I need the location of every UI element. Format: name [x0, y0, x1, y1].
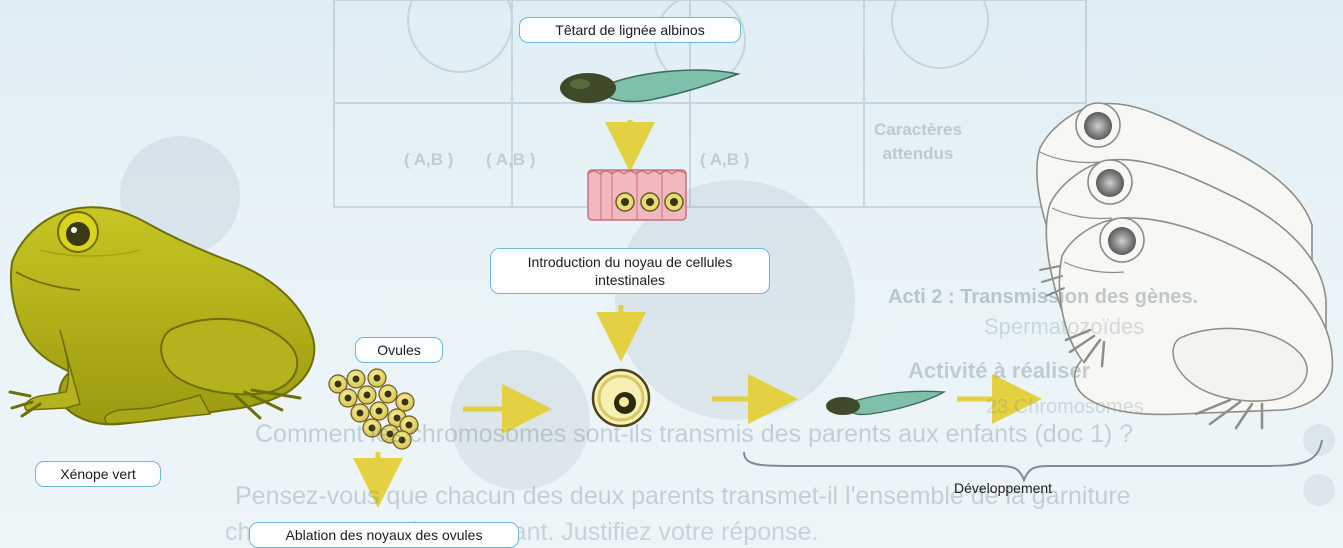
developing-tadpole: [826, 390, 947, 416]
background-ghost-shapes: [120, 136, 1335, 506]
bg-table-caracteres-line2: attendus: [882, 144, 954, 163]
label-nucleus-introduction-line1: Introduction du noyau de cellules: [527, 254, 733, 270]
label-nucleus-introduction-line2: intestinales: [594, 272, 666, 288]
albino-frog-front: [1039, 217, 1334, 430]
label-nucleus-introduction: Introduction du noyau de cellules intest…: [490, 248, 770, 294]
fertilized-egg: [591, 368, 651, 428]
ovules-cluster: [328, 368, 419, 450]
label-developpement: Développement: [954, 480, 1053, 496]
bg-question-2: Pensez-vous que chacun des deux parents …: [235, 482, 1131, 510]
albino-tadpole-top: [560, 69, 741, 103]
intestinal-cells: [587, 169, 687, 221]
label-albino-tadpole: Têtard de lignée albinos: [519, 17, 741, 43]
bg-table-ab-3: ( A,B ): [700, 150, 750, 169]
flow-arrows: [353, 120, 1042, 508]
bg-table-ab-2: ( A,B ): [486, 150, 536, 169]
bg-spermatozoides: Spermatozoïdes: [984, 314, 1145, 339]
bg-question-1: Comment les chromosomes sont-ils transmi…: [255, 420, 1134, 448]
label-ablation-noyaux: Ablation des noyaux des ovules: [249, 522, 519, 548]
bg-table-caracteres-line1: Caractères: [874, 120, 962, 139]
albino-frogs: [1036, 102, 1334, 430]
green-xenope-frog: [8, 206, 316, 426]
label-ovules: Ovules: [355, 337, 443, 363]
label-xenope-vert: Xénope vert: [35, 461, 161, 487]
development-brace: [743, 439, 1323, 483]
bg-table-caracteres: Caractères attendus: [874, 118, 962, 166]
bg-heading-transmission: Acti 2 : Transmission des gènes.: [888, 286, 1199, 308]
bg-chromosomes-23: 23 Chromosomes: [986, 396, 1144, 418]
bg-a-realiser: Activité à réaliser: [908, 358, 1091, 383]
background-table: [333, 0, 1087, 208]
bg-table-ab-1: ( A,B ): [404, 150, 454, 169]
